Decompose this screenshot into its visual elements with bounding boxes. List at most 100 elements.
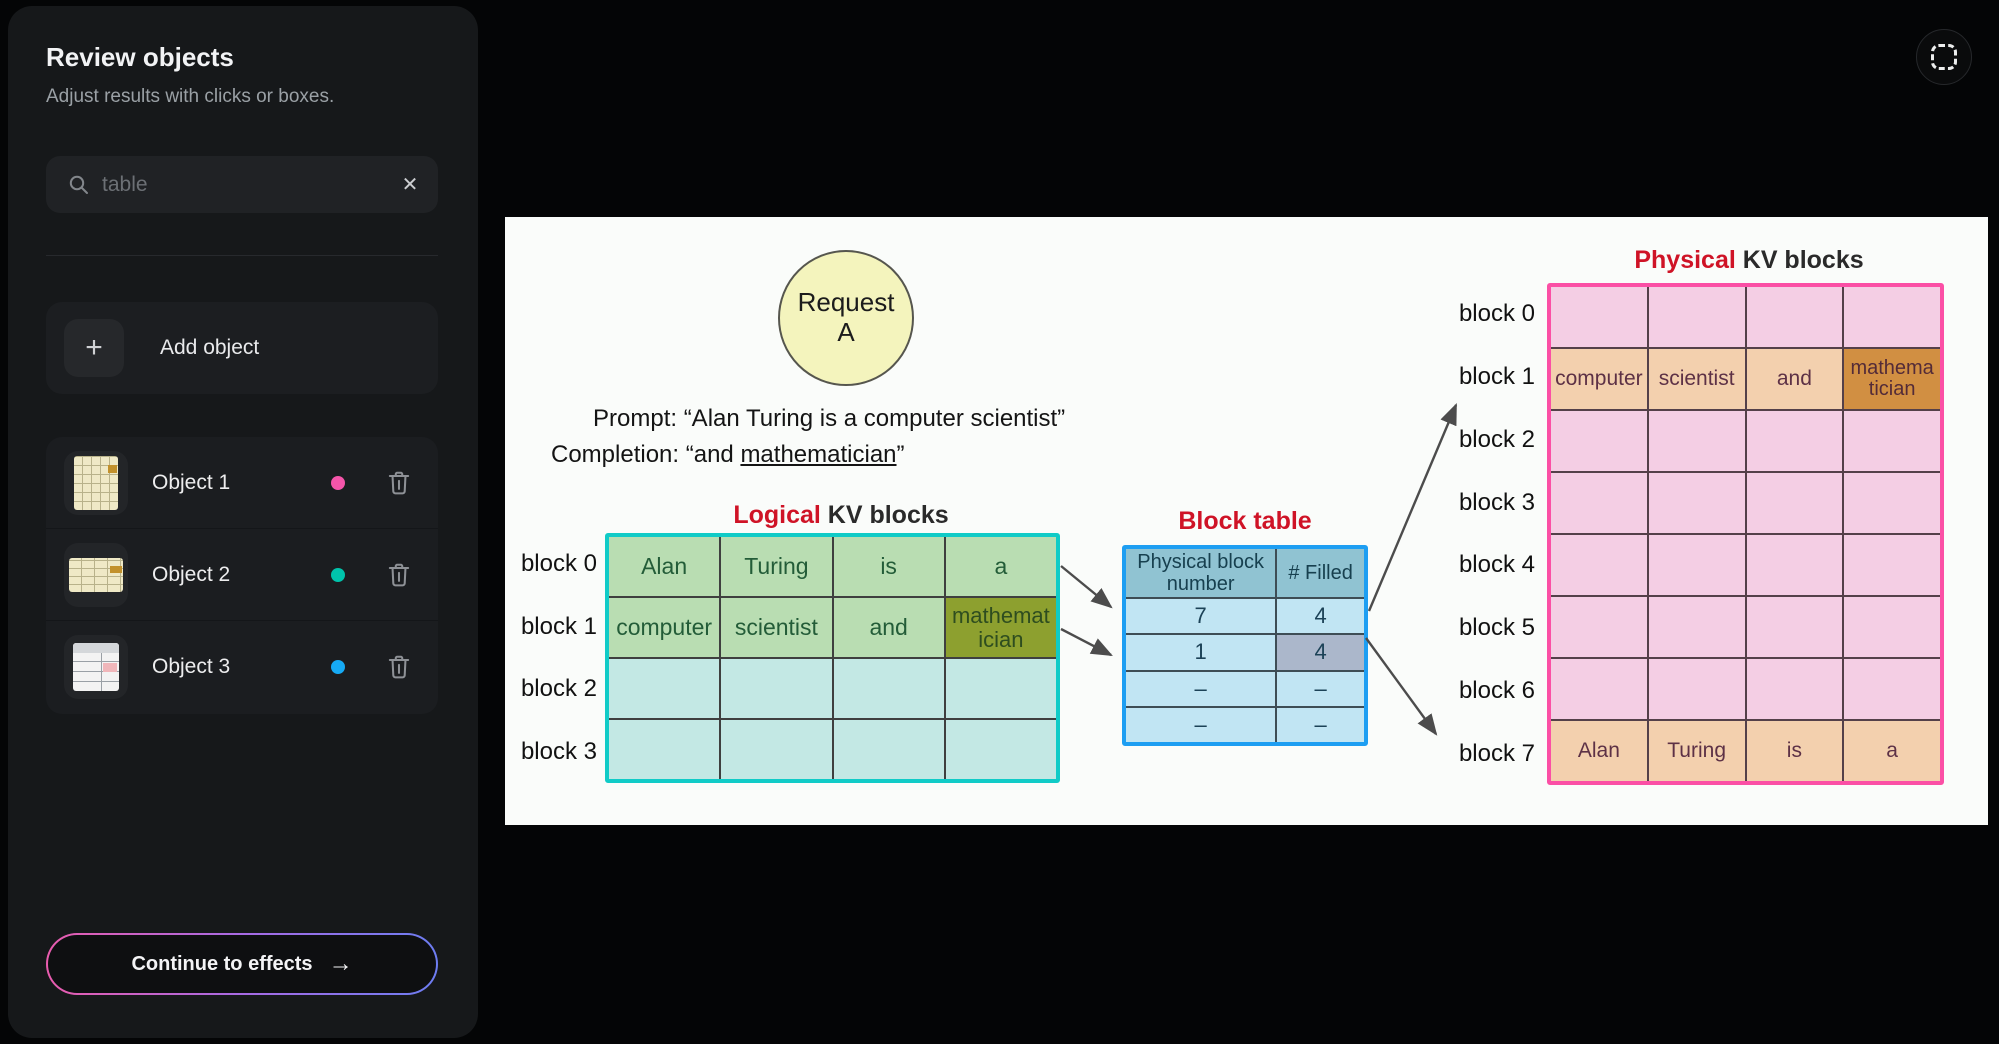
object-thumbnail (64, 450, 128, 515)
search-input[interactable] (102, 172, 390, 197)
delete-object-button[interactable] (382, 650, 416, 684)
completion-suffix: ” (896, 441, 905, 468)
physical-cell (1551, 473, 1647, 533)
physical-cell (1844, 473, 1940, 533)
physical-cell (1648, 473, 1745, 533)
logical-cell (721, 720, 832, 779)
physical-cell: Alan (1551, 721, 1647, 781)
physical-cell (1844, 659, 1940, 719)
physical-row-label: block 7 (1458, 739, 1535, 767)
panel-subtitle: Adjust results with clicks or boxes. (46, 86, 335, 107)
objects-list: Object 1 Object 2 (46, 437, 438, 714)
block-table-cell: 7 (1126, 599, 1276, 634)
block-table-title: Block table (1178, 507, 1312, 535)
trash-icon (388, 655, 410, 679)
logical-cell: computer (609, 598, 720, 657)
object-color-dot (331, 567, 345, 582)
logical-cell (609, 720, 720, 779)
image-canvas[interactable]: Request A Prompt: “Alan Turing is a comp… (505, 217, 1988, 825)
logical-row-label: block 2 (520, 675, 597, 703)
logical-cell: mathematician (945, 598, 1056, 657)
logical-cell: Turing (721, 537, 832, 596)
logical-cell: is (833, 537, 944, 596)
block-table-header: # Filled (1277, 549, 1364, 597)
physical-cell (1648, 597, 1745, 657)
dashed-box-icon (1931, 44, 1957, 70)
object-label: Object 3 (152, 655, 231, 678)
completion-text: Completion: “and mathematician” (551, 441, 905, 469)
logical-cell (721, 659, 832, 718)
continue-to-effects-button[interactable]: Continue to effects → (46, 933, 438, 995)
logical-title-rest: KV blocks (820, 501, 949, 529)
physical-row-label: block 6 (1458, 676, 1535, 704)
block-table-cell: – (1126, 707, 1276, 742)
object-thumbnail (64, 635, 128, 699)
physical-row-label: block 4 (1458, 551, 1535, 579)
object-label: Object 1 (152, 470, 231, 494)
object-list-item[interactable]: Object 1 (46, 437, 438, 529)
physical-cell: Turing (1648, 721, 1745, 781)
logical-kv-title: Logical KV blocks (691, 501, 991, 530)
review-objects-panel: Review objects Adjust results with click… (8, 6, 478, 1038)
physical-row-label: block 0 (1458, 300, 1535, 328)
physical-cell (1648, 535, 1745, 595)
logical-cell: a (945, 537, 1056, 596)
physical-cell (1844, 597, 1940, 657)
physical-cell: and (1746, 349, 1843, 409)
block-table-cell: 1 (1126, 635, 1276, 670)
physical-cell (1746, 597, 1843, 657)
logical-row-label: block 3 (520, 737, 597, 765)
request-id: A (837, 317, 855, 347)
block-table-cell: – (1277, 707, 1364, 742)
physical-cell: scientist (1648, 349, 1745, 409)
block-table-cell: – (1126, 671, 1276, 706)
logical-cell: Alan (609, 537, 720, 596)
object-label: Object 2 (152, 562, 231, 586)
physical-cell (1746, 659, 1843, 719)
physical-cell: computer (1551, 349, 1647, 409)
object-color-dot (331, 475, 345, 490)
physical-cell (1648, 411, 1745, 471)
object-thumbnail (64, 542, 128, 607)
physical-row-label: block 3 (1458, 488, 1535, 516)
clear-search-button[interactable]: ✕ (390, 165, 430, 205)
completion-prefix: Completion: “and (551, 441, 741, 468)
object-color-dot (331, 660, 345, 674)
logical-cell (609, 659, 720, 718)
physical-cell (1551, 659, 1647, 719)
arrow-right-icon: → (328, 950, 353, 977)
block-table-cell: 4 (1277, 635, 1364, 670)
object-list-item[interactable]: Object 2 (46, 529, 438, 621)
add-object-button[interactable]: + Add object (46, 302, 438, 394)
logical-cell (945, 659, 1056, 718)
physical-cell (1746, 411, 1843, 471)
trash-icon (388, 471, 410, 494)
delete-object-button[interactable] (382, 558, 416, 592)
physical-cell (1551, 287, 1647, 347)
logical-cell (945, 720, 1056, 779)
object-list-item[interactable]: Object 3 (46, 621, 438, 713)
physical-cell (1648, 659, 1745, 719)
logical-cell (833, 720, 944, 779)
physical-cell (1551, 535, 1647, 595)
physical-cell (1746, 287, 1843, 347)
physical-kv-title: Physical KV blocks (1589, 246, 1909, 275)
delete-object-button[interactable] (382, 466, 416, 500)
block-table-cell: 4 (1277, 599, 1364, 634)
block-table-header: Physical block number (1126, 549, 1276, 597)
continue-label: Continue to effects (131, 952, 313, 975)
logical-title-accent: Logical (733, 501, 821, 529)
plus-icon: + (64, 319, 124, 377)
box-select-button[interactable] (1916, 29, 1972, 85)
prompt-text: Prompt: “Alan Turing is a computer scien… (593, 405, 1066, 432)
physical-cell: mathematician (1844, 349, 1940, 409)
physical-cell (1746, 473, 1843, 533)
request-a-node: Request A (778, 250, 914, 386)
add-object-label: Add object (160, 336, 260, 359)
search-icon (69, 175, 88, 194)
